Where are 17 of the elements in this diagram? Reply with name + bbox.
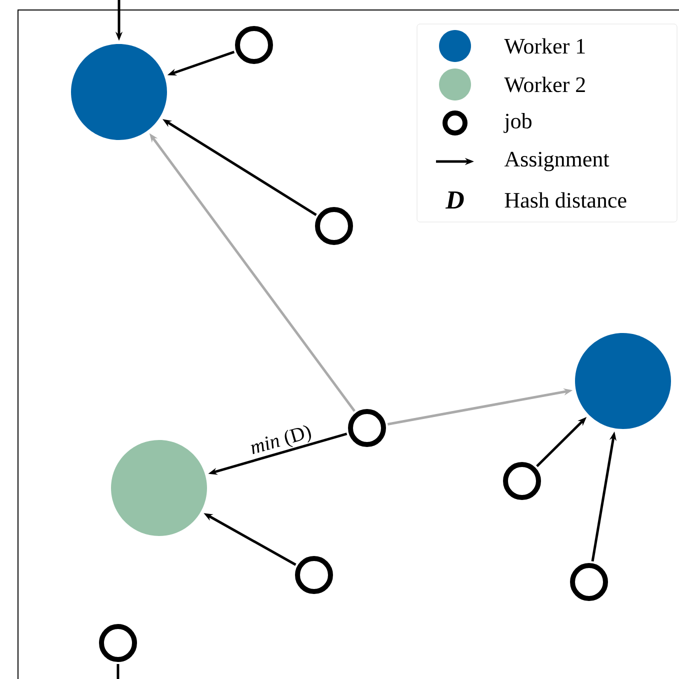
- legend-text: Hash distance: [504, 192, 626, 208]
- job-circle: [99, 624, 137, 662]
- legend-symbol: D: [445, 191, 464, 209]
- legend-text: Worker 1: [504, 38, 585, 54]
- job-circle: [570, 563, 608, 601]
- edge-label: min (D): [250, 425, 311, 454]
- worker-circle: [575, 333, 671, 429]
- worker-circle: [71, 44, 167, 140]
- job-circle: [295, 556, 333, 594]
- job-circle: [503, 462, 541, 500]
- worker-circle: [111, 440, 207, 536]
- legend-text: job: [504, 113, 532, 133]
- job-circle: [235, 26, 273, 64]
- legend-text: Worker 2: [504, 76, 585, 92]
- legend-text: Assignment: [504, 152, 610, 172]
- job-circle: [315, 207, 353, 245]
- job-circle: [348, 409, 386, 447]
